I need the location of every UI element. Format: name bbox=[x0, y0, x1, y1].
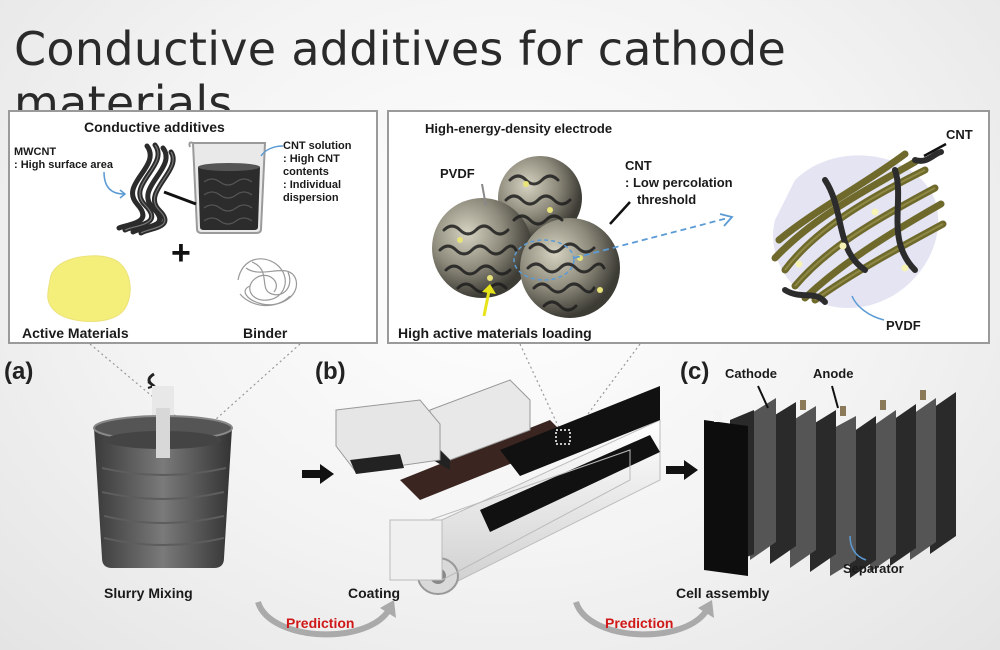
pvdf-right-pointer bbox=[851, 295, 885, 321]
loading-pointer-arrow bbox=[482, 284, 496, 317]
pvdf-left-label: PVDF bbox=[440, 166, 475, 181]
cnt-solution-beaker bbox=[188, 141, 267, 234]
page-title: Conductive additives for cathode materia… bbox=[14, 22, 787, 130]
stage-c-letter: (c) bbox=[680, 358, 710, 385]
high-loading-label: High active materials loading bbox=[398, 325, 592, 341]
cnt-pointer bbox=[609, 201, 631, 225]
cnt-solution-title: CNT solution bbox=[283, 140, 352, 152]
conductive-additives-heading: Conductive additives bbox=[84, 119, 225, 135]
cathode-label: Cathode bbox=[725, 366, 777, 381]
cell-assembly-label: Cell assembly bbox=[676, 585, 770, 601]
mwcnt-description: : High surface area bbox=[14, 159, 114, 171]
prediction-arc-1 bbox=[255, 600, 396, 638]
cell-stack bbox=[704, 390, 956, 578]
anode-label: Anode bbox=[813, 366, 854, 381]
pvdf-left-pointer bbox=[481, 183, 487, 207]
prediction-label-2: Prediction bbox=[605, 615, 674, 631]
cnt-description-line1: : Low percolation bbox=[625, 175, 733, 190]
active-materials-label: Active Materials bbox=[22, 325, 129, 341]
cnt-solution-line2: contents bbox=[283, 166, 329, 178]
coating-label: Coating bbox=[348, 585, 401, 601]
slurry-mixer bbox=[93, 372, 233, 568]
pvdf-right-label: PVDF bbox=[886, 318, 921, 333]
cathode-pointer bbox=[757, 385, 769, 409]
anode-pointer bbox=[831, 385, 839, 409]
cnt-pvdf-bundle bbox=[771, 149, 947, 309]
binder-illustration bbox=[237, 258, 298, 307]
stage-a-letter: (a) bbox=[4, 358, 34, 385]
cnt-solution-line4: dispersion bbox=[283, 192, 339, 204]
cnt-solution-line3: : Individual bbox=[283, 179, 342, 191]
coating-machine bbox=[335, 379, 661, 595]
prediction-arc-2 bbox=[573, 600, 714, 638]
prediction-label-1: Prediction bbox=[286, 615, 355, 631]
cnt-right-pointer bbox=[923, 142, 947, 158]
separator-pointer bbox=[849, 535, 867, 561]
zoom-dashed-arrow bbox=[573, 213, 734, 259]
cnt-label: CNT bbox=[625, 158, 652, 173]
cnt-solution-line1: : High CNT bbox=[283, 153, 340, 165]
mwcnt-curved-arrow bbox=[103, 171, 127, 199]
binder-label: Binder bbox=[243, 325, 288, 341]
active-material-blob bbox=[47, 255, 131, 322]
mwcnt-illustration bbox=[116, 142, 176, 236]
slurry-mixing-label: Slurry Mixing bbox=[104, 585, 193, 601]
separator-label: Separator bbox=[843, 561, 904, 576]
arrow-b-to-c bbox=[666, 460, 698, 480]
stage-b-letter: (b) bbox=[315, 358, 346, 385]
arrow-a-to-b bbox=[302, 464, 334, 484]
beaker-pointer-arrow bbox=[163, 190, 197, 206]
plus-sign: + bbox=[171, 234, 191, 272]
active-particle-cluster bbox=[432, 156, 620, 318]
cnt-description-line2: threshold bbox=[637, 192, 697, 207]
cnt-solution-curved-arrow bbox=[260, 145, 284, 157]
mwcnt-label: MWCNT bbox=[14, 146, 57, 158]
electrode-heading: High-energy-density electrode bbox=[425, 121, 613, 136]
cnt-right-label: CNT bbox=[946, 127, 973, 142]
